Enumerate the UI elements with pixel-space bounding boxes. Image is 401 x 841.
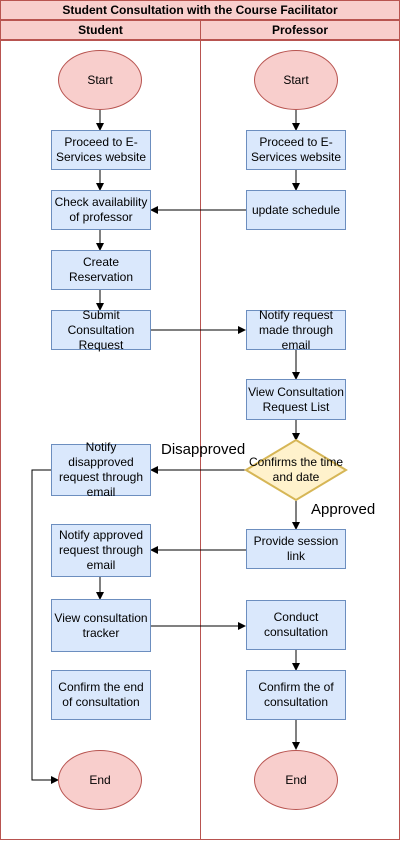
- professor-notify-request-node: Notify request made through email: [246, 308, 346, 352]
- lane-header-student: Student: [0, 20, 201, 40]
- diagram-title: Student Consultation with the Course Fac…: [0, 0, 400, 20]
- professor-proceed-node: Proceed to E-Services website: [246, 130, 346, 170]
- student-notify-disapproved-node: Notify disapproved request through email: [51, 440, 151, 499]
- lane-header-professor: Professor: [200, 20, 400, 40]
- student-view-tracker-node: View consultation tracker: [51, 599, 151, 652]
- edge-label-disapproved: Disapproved: [161, 441, 246, 458]
- student-end-node: End: [58, 750, 142, 810]
- professor-update-node: update schedule: [246, 190, 346, 230]
- professor-start-node: Start: [254, 50, 338, 110]
- student-start-node: Start: [58, 50, 142, 110]
- professor-conduct-node: Conduct consultation: [246, 600, 346, 650]
- student-proceed-node: Proceed to E-Services website: [51, 130, 151, 170]
- professor-confirm-of-node: Confirm the of consultation: [246, 670, 346, 720]
- student-create-node: Create Reservation: [51, 250, 151, 290]
- professor-end-node: End: [254, 750, 338, 810]
- decision-diamond: [244, 438, 348, 502]
- professor-decision-label: Confirms the time and date: [248, 455, 344, 484]
- edge-disapproved-end: [31, 469, 59, 784]
- edge-label-approved: Approved: [311, 501, 376, 518]
- professor-session-link-node: Provide session link: [246, 529, 346, 569]
- student-submit-node: Submit Consultation Request: [51, 308, 151, 352]
- professor-view-list-node: View Consultation Request List: [246, 379, 346, 420]
- student-check-node: Check availability of professor: [51, 190, 151, 230]
- student-confirm-end-node: Confirm the end of consultation: [51, 670, 151, 720]
- student-notify-approved-node: Notify approved request through email: [51, 524, 151, 577]
